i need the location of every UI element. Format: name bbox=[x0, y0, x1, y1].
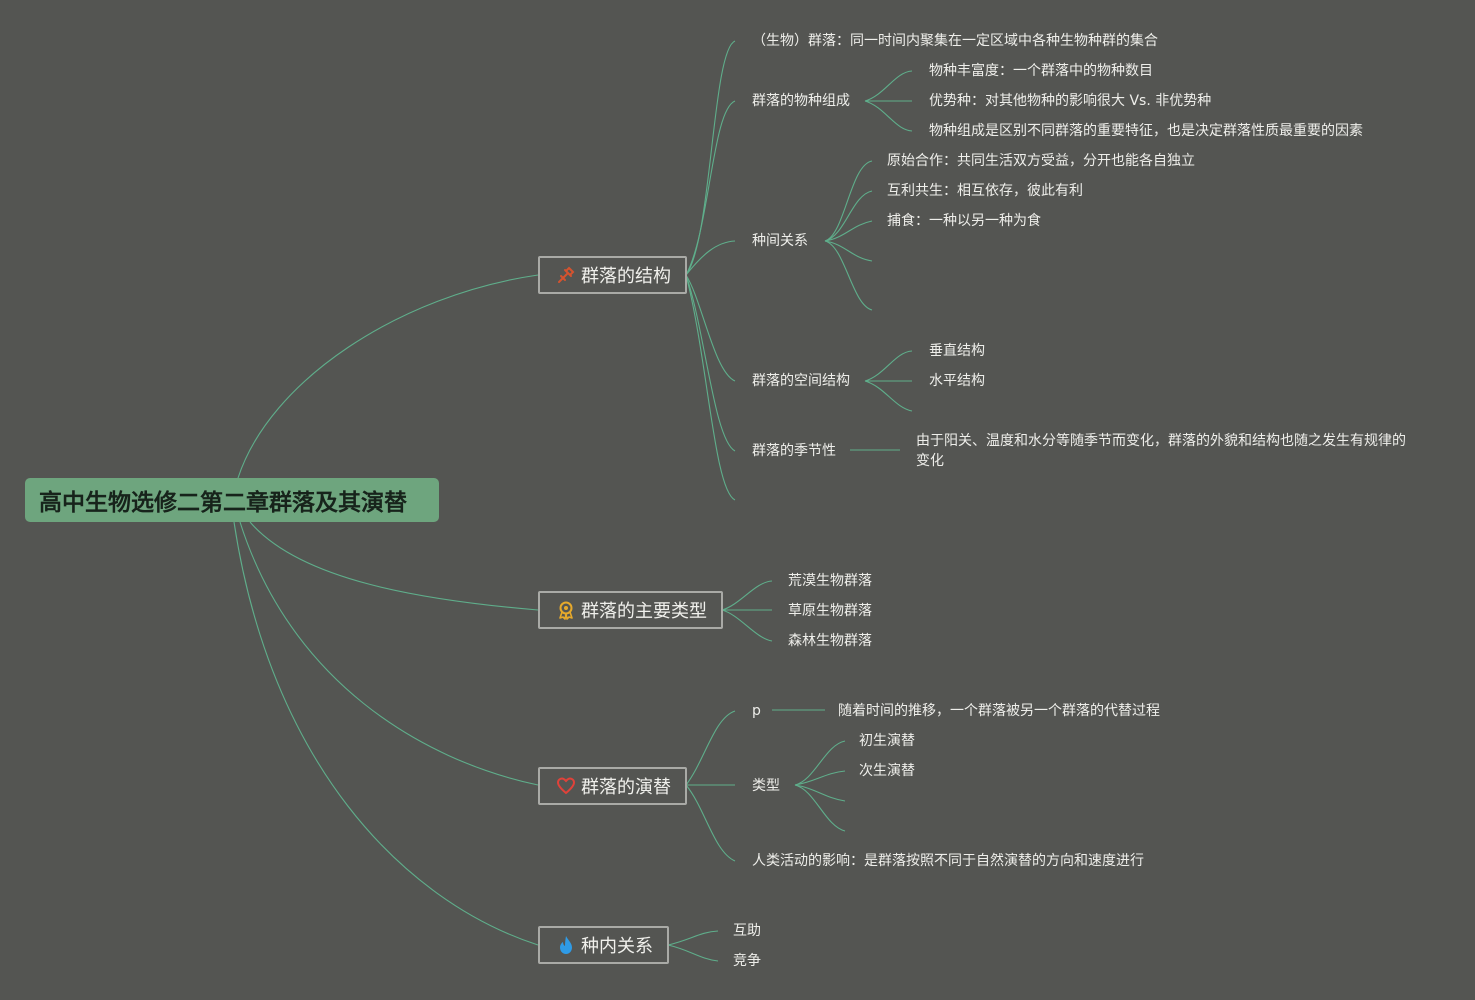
node-vertical-structure[interactable]: 垂直结构 bbox=[929, 343, 985, 359]
node-interspecific-relation[interactable]: 种间关系 bbox=[752, 233, 808, 249]
link-root-types bbox=[249, 521, 539, 611]
tools-icon bbox=[556, 265, 576, 285]
node-predation[interactable]: 捕食：一种以另一种为食 bbox=[887, 213, 1041, 229]
branch-label: 群落的结构 bbox=[581, 266, 671, 287]
node-desert-community[interactable]: 荒漠生物群落 bbox=[788, 573, 872, 589]
link-root-succession bbox=[239, 521, 539, 786]
branch-community-structure[interactable]: 群落的结构 bbox=[538, 256, 687, 294]
node-grassland-community[interactable]: 草原生物群落 bbox=[788, 603, 872, 619]
branch-intraspecific-relation[interactable]: 种内关系 bbox=[538, 926, 669, 964]
root-topic[interactable]: 高中生物选修二第二章群落及其演替 bbox=[25, 478, 439, 522]
branch-label: 种内关系 bbox=[581, 936, 653, 957]
branch-community-succession[interactable]: 群落的演替 bbox=[538, 767, 687, 805]
node-secondary-succession[interactable]: 次生演替 bbox=[859, 763, 915, 779]
node-protocooperation[interactable]: 原始合作：共同生活双方受益，分开也能各自独立 bbox=[887, 153, 1195, 169]
branch-community-types[interactable]: 群落的主要类型 bbox=[538, 591, 723, 629]
node-human-impact[interactable]: 人类活动的影响：是群落按照不同于自然演替的方向和速度进行 bbox=[752, 853, 1144, 869]
node-succession-definition-key[interactable]: p bbox=[752, 703, 761, 719]
node-horizontal-structure[interactable]: 水平结构 bbox=[929, 373, 985, 389]
node-species-composition[interactable]: 群落的物种组成 bbox=[752, 93, 850, 109]
node-community-definition[interactable]: （生物）群落：同一时间内聚集在一定区域中各种生物种群的集合 bbox=[752, 33, 1158, 49]
node-seasonality[interactable]: 群落的季节性 bbox=[752, 443, 836, 459]
link-root-structure bbox=[237, 274, 539, 479]
node-primary-succession[interactable]: 初生演替 bbox=[859, 733, 915, 749]
node-species-richness[interactable]: 物种丰富度：一个群落中的物种数目 bbox=[929, 63, 1153, 79]
node-dominant-species[interactable]: 优势种：对其他物种的影响很大 Vs. 非优势种 bbox=[929, 93, 1212, 109]
node-mutualism[interactable]: 互利共生：相互依存，彼此有利 bbox=[887, 183, 1083, 199]
link-root-intraspecific bbox=[233, 521, 539, 946]
award-icon bbox=[556, 600, 576, 620]
flame-icon bbox=[556, 935, 576, 955]
node-forest-community[interactable]: 森林生物群落 bbox=[788, 633, 872, 649]
node-spatial-structure[interactable]: 群落的空间结构 bbox=[752, 373, 850, 389]
node-succession-definition[interactable]: 随着时间的推移，一个群落被另一个群落的代替过程 bbox=[838, 703, 1160, 719]
branch-label: 群落的主要类型 bbox=[581, 601, 707, 622]
branch-label: 群落的演替 bbox=[581, 777, 671, 798]
node-mutual-aid[interactable]: 互助 bbox=[733, 923, 761, 939]
node-competition[interactable]: 竞争 bbox=[733, 953, 761, 969]
heart-icon bbox=[556, 776, 576, 796]
node-seasonality-description[interactable]: 由于阳关、温度和水分等随季节而变化，群落的外貌和结构也随之发生有规律的变化 bbox=[916, 433, 1406, 469]
node-succession-types[interactable]: 类型 bbox=[752, 778, 780, 794]
node-composition-feature[interactable]: 物种组成是区别不同群落的重要特征，也是决定群落性质最重要的因素 bbox=[929, 123, 1363, 139]
